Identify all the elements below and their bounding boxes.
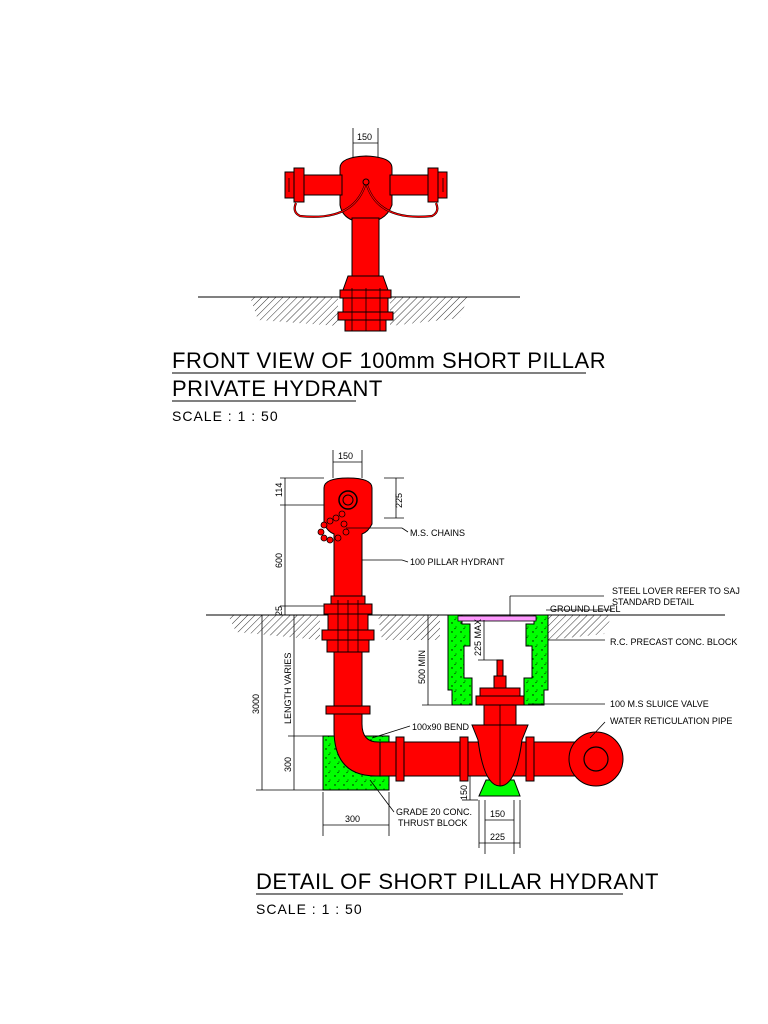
detail-dim-ground: 25 [274, 606, 284, 616]
detail-dim-total: 3000 [251, 694, 261, 714]
detail-dim-cap: 114 [274, 483, 284, 497]
front-ground-hatch-right [390, 297, 468, 326]
label-reticulation-pipe: WATER RETICULATION PIPE [610, 716, 732, 726]
front-title-line2: PRIVATE HYDRANT [172, 376, 383, 401]
detail-scale: SCALE : 1 : 50 [256, 901, 363, 917]
detail-dim-valve-base: 150 [459, 785, 469, 800]
front-arm-right [389, 174, 431, 196]
detail-dim-thrust-width: 300 [345, 814, 360, 824]
detail-drawing [206, 450, 725, 854]
reticulation-pipe [568, 731, 624, 787]
label-precast-block: R.C. PRECAST CONC. BLOCK [610, 637, 737, 647]
detail-dim-top: 150 [338, 451, 353, 461]
front-column [351, 217, 380, 277]
front-title-line1: FRONT VIEW OF 100mm SHORT PILLAR [172, 348, 606, 373]
label-steel-cover-2: STANDARD DETAIL [612, 597, 694, 607]
detail-title: DETAIL OF SHORT PILLAR HYDRANT [256, 869, 659, 894]
front-view-hydrant: 150 [198, 128, 520, 332]
steel-cover [457, 615, 537, 622]
label-chains: M.S. CHAINS [410, 528, 465, 538]
detail-dim-valve-gap: 225 MAX [473, 619, 483, 656]
label-sluice-valve: 100 M.S SLUICE VALVE [610, 699, 709, 709]
label-bend: 100x90 BEND [412, 722, 470, 732]
label-steel-cover-1: STEEL LOVER REFER TO SAJ [612, 586, 740, 596]
front-scale: SCALE : 1 : 50 [172, 408, 279, 424]
bend-pipe [333, 713, 381, 777]
detail-dim-valve-w2: 225 [490, 832, 505, 842]
label-thrust-2: THRUST BLOCK [398, 818, 467, 828]
sluice-valve [471, 659, 529, 787]
front-hydrant-head [339, 155, 393, 221]
front-ground-hatch-left [250, 297, 338, 326]
detail-dim-cap-drop: 225 [394, 493, 404, 508]
label-pillar-hydrant: 100 PILLAR HYDRANT [410, 557, 505, 567]
valve-support [478, 779, 521, 797]
label-ground-level: GROUND LEVEL [550, 604, 621, 614]
detail-dim-valve-w1: 150 [490, 809, 505, 819]
detail-dim-pillar: 600 [274, 553, 284, 568]
front-arm-left [301, 174, 343, 196]
pillar-hydrant [317, 477, 381, 777]
detail-dim-bend-depth: 300 [283, 757, 293, 772]
detail-dim-length-varies: LENGTH VARIES [283, 653, 293, 724]
label-thrust-1: GRADE 20 CONC. [396, 807, 472, 817]
detail-dim-pit-depth: 500 MIN [417, 650, 427, 684]
front-dim-top: 150 [357, 132, 372, 142]
